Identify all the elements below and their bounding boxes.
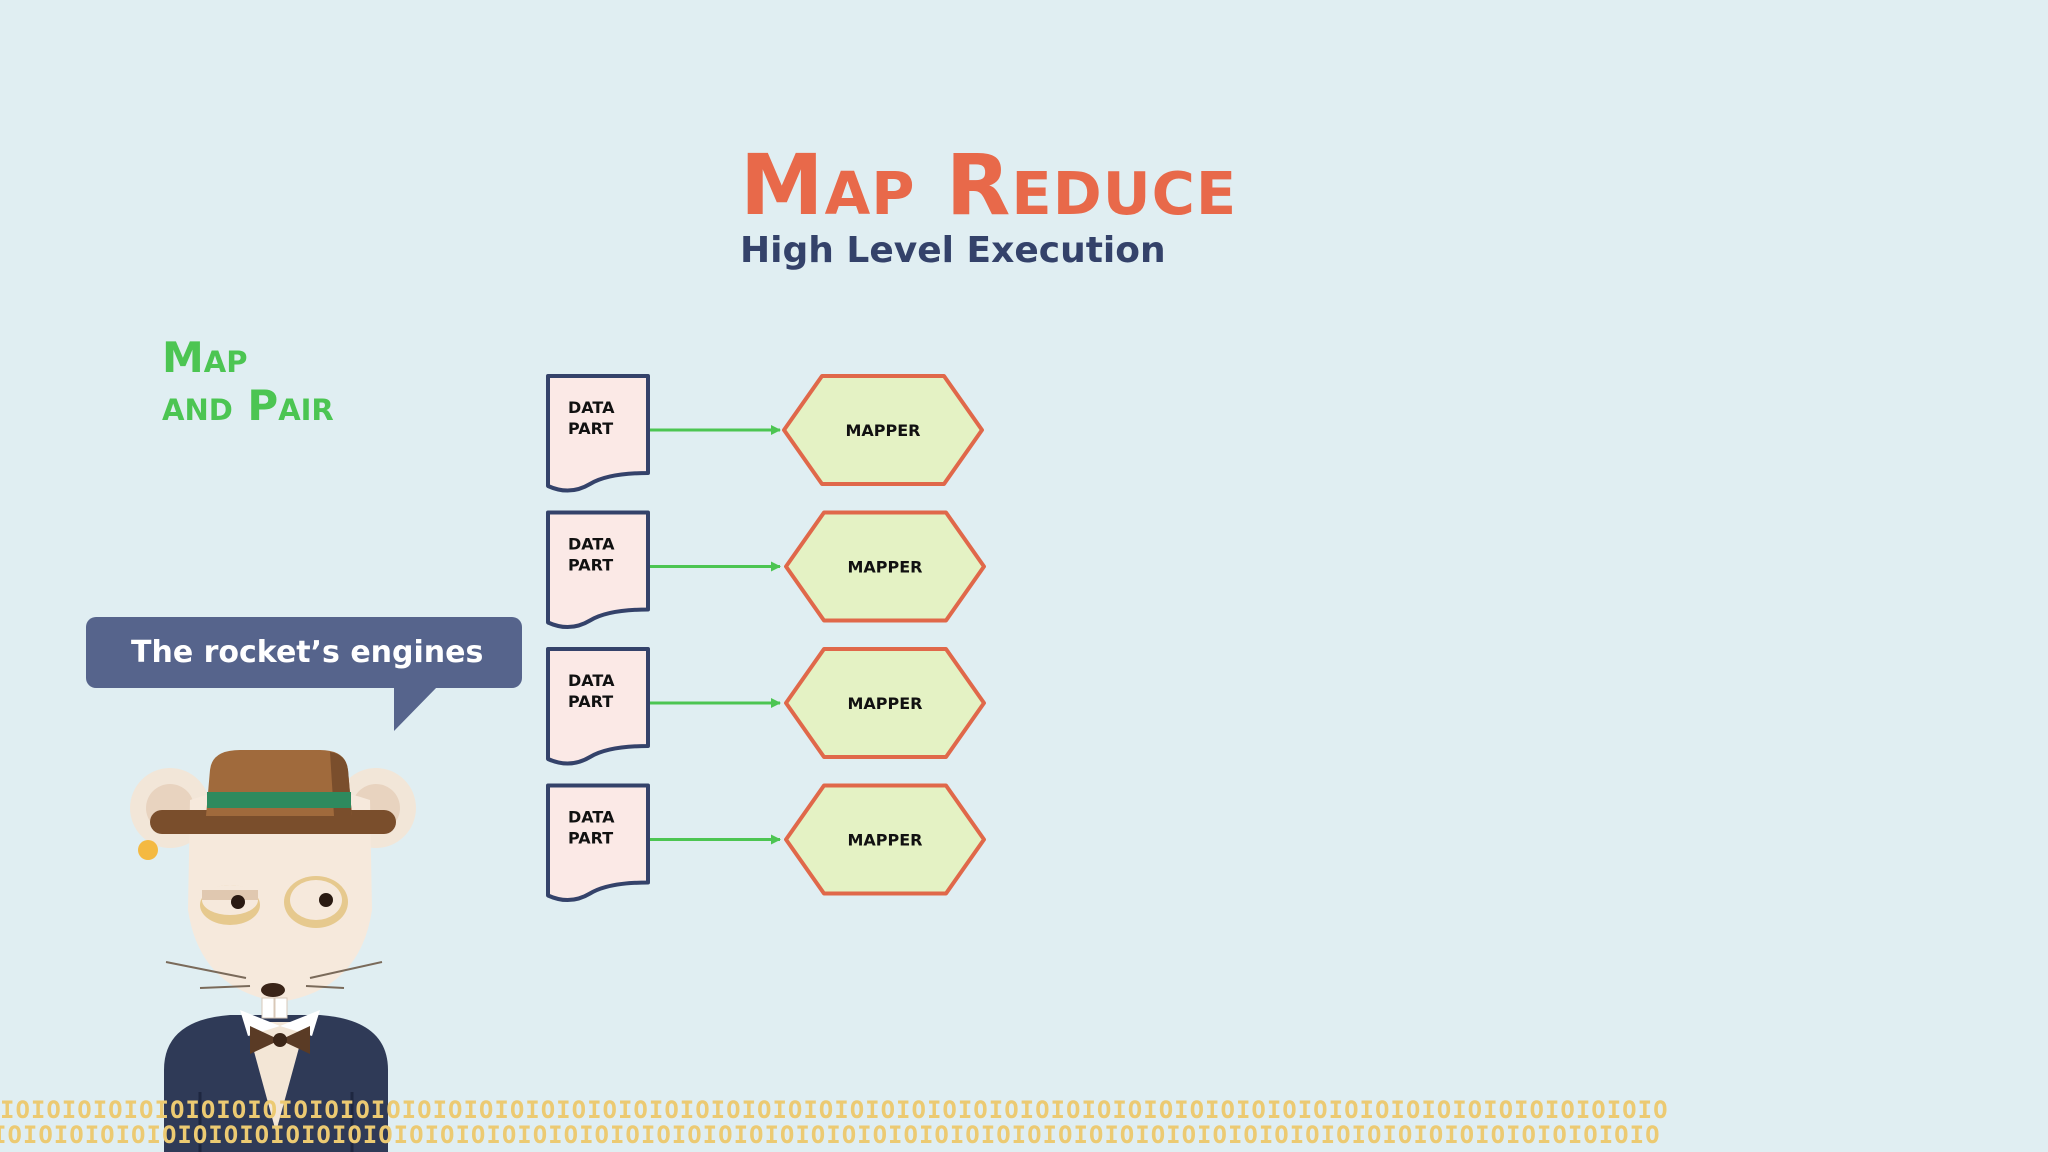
data-part-label: PART: [568, 829, 613, 848]
mapper-hexagon: [784, 783, 986, 896]
mapper-label: MAPPER: [845, 421, 920, 440]
data-part-label: PART: [568, 692, 613, 711]
section-heading: Map and Pair: [162, 334, 334, 430]
hat-band: [207, 792, 351, 808]
data-part-label: PART: [568, 419, 613, 438]
diagram-row: DATA PART MAPPER: [546, 374, 984, 493]
nose: [261, 983, 285, 997]
diagram-row: DATA PART MAPPER: [546, 783, 986, 902]
binary-footer: IOIOIOIOIOIOIOIOIOIOIOIOIOIOIOIOIOIOIOIO…: [0, 1098, 2048, 1152]
mapper-hexagon: [784, 510, 986, 623]
bowtie-icon: [250, 1026, 280, 1054]
data-part-document: [546, 510, 650, 629]
mouse-head: [188, 785, 372, 1002]
data-part-label: DATA: [568, 535, 615, 554]
section-heading-line2: and Pair: [162, 381, 334, 430]
binary-row: IOIOIOIOIOIOIOIOIOIOIOIOIOIOIOIOIOIOIOIO…: [0, 1123, 1661, 1148]
binary-row: IOIOIOIOIOIOIOIOIOIOIOIOIOIOIOIOIOIOIOIO…: [0, 1098, 1669, 1123]
whisker: [165, 961, 247, 979]
speech-bubble: The rocket’s engines: [86, 617, 522, 688]
data-part-label: DATA: [568, 671, 615, 690]
section-heading-line1: Map: [162, 333, 248, 382]
mapper-label: MAPPER: [847, 831, 922, 850]
data-part-label: DATA: [568, 808, 615, 827]
data-part-document: [546, 647, 650, 766]
data-part-label: PART: [568, 556, 613, 575]
speech-bubble-tail: [394, 686, 438, 731]
mapper-hexagon: [784, 647, 986, 759]
mapper-hexagon: [782, 374, 984, 486]
page-subtitle: High Level Execution: [740, 230, 1166, 271]
mouse-mascot: [130, 750, 416, 1152]
shirt: [246, 1022, 306, 1132]
data-part-label: DATA: [568, 398, 615, 417]
mapper-label: MAPPER: [847, 558, 922, 577]
diagram-row: DATA PART MAPPER: [546, 647, 986, 766]
mapper-label: MAPPER: [847, 694, 922, 713]
diagram-row: DATA PART MAPPER: [546, 510, 986, 629]
data-part-document: [546, 783, 650, 902]
earring-icon: [138, 840, 158, 860]
page-title: Map Reduce: [740, 136, 1238, 234]
data-part-document: [546, 374, 650, 493]
